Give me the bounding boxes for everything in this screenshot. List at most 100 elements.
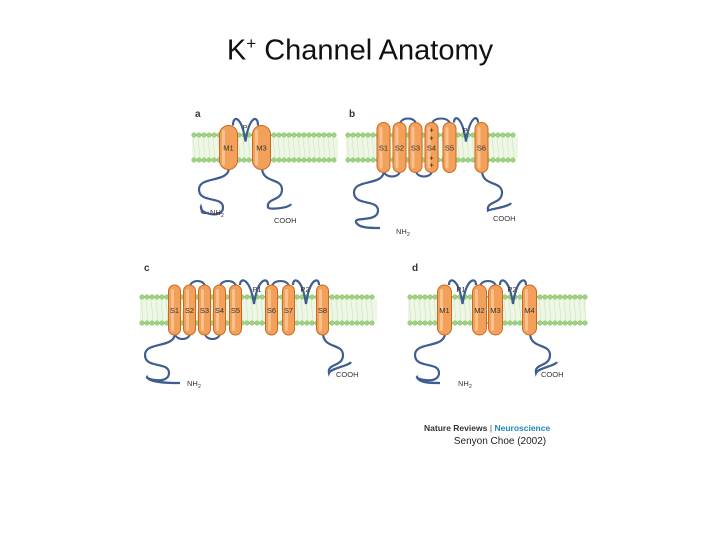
helix-label: M2 [474, 306, 484, 315]
lipid-tail [496, 137, 500, 158]
helix-highlight [216, 289, 219, 331]
lipid-head [309, 320, 315, 326]
title-superscript: + [246, 34, 257, 53]
helix-label: S2 [185, 306, 194, 315]
n-terminus-tail [197, 167, 231, 216]
lipid-head [365, 157, 371, 163]
lipid-head [457, 320, 463, 326]
lipid-head [582, 294, 588, 300]
p-loop-label: P [462, 126, 467, 135]
helix-m2: M2 [472, 284, 487, 336]
helix-highlight [171, 289, 174, 331]
lipid-head [552, 294, 558, 300]
helix-label: S5 [231, 306, 240, 315]
lipid-tail [508, 299, 512, 321]
lipid-head [159, 294, 165, 300]
helix-highlight [411, 126, 415, 169]
lipid-head [349, 294, 355, 300]
helix-m3: M3 [488, 284, 503, 336]
lipid-tail [225, 299, 229, 321]
c-terminus-label: COOH [274, 216, 297, 225]
journal-section: Neuroscience [494, 423, 551, 433]
helix-label: M3 [256, 144, 266, 153]
lipid-tail [330, 299, 334, 321]
p-loop [447, 279, 478, 305]
lipid-head [562, 320, 568, 326]
lipid-head [360, 132, 366, 138]
helix-label: M1 [223, 144, 233, 153]
p-loop [238, 279, 270, 305]
lipid-head [154, 320, 160, 326]
lipid-head [407, 294, 413, 300]
lipid-head [304, 320, 310, 326]
helix-highlight [255, 129, 258, 166]
helix-label: S6 [267, 306, 276, 315]
lipid-head [271, 157, 277, 163]
helix-s2: S2 [392, 122, 407, 173]
lipid-head [329, 294, 335, 300]
c-terminus-label: COOH [336, 370, 359, 379]
c-terminus-label: COOH [493, 214, 516, 223]
lipid-tail [461, 137, 465, 158]
panel-letter: d [412, 263, 418, 274]
lipid-tail [212, 137, 216, 158]
lipid-head [542, 294, 548, 300]
lipid-tail [538, 299, 542, 321]
lipid-tail [322, 137, 326, 158]
lipid-head [271, 132, 277, 138]
lipid-tail [207, 137, 211, 158]
lipid-head [517, 294, 523, 300]
lipid-head [452, 294, 458, 300]
lipid-head [281, 157, 287, 163]
lipid-head [412, 294, 418, 300]
lipid-head [355, 157, 361, 163]
lipid-head [502, 294, 508, 300]
c-terminus-tail [321, 332, 352, 377]
helix-label: S4 [215, 306, 224, 315]
journal-name: Nature Reviews [424, 423, 488, 433]
p-loop-label: P2 [300, 285, 309, 294]
lipid-head [196, 132, 202, 138]
helix-label: S8 [318, 306, 327, 315]
lipid-head [354, 320, 360, 326]
lipid-head [345, 132, 351, 138]
lipid-tail [317, 137, 321, 158]
lipid-tail [408, 299, 412, 321]
lipid-head [334, 294, 340, 300]
helix-s4: S4++++ [424, 122, 439, 173]
lipid-tail [468, 299, 472, 321]
lipid-tail [346, 137, 350, 158]
lipid-tail [165, 299, 169, 321]
lipid-tail [506, 137, 510, 158]
lipid-head [139, 294, 145, 300]
lipid-tail [361, 137, 365, 158]
lipid-head [370, 132, 376, 138]
lipid-head [502, 320, 508, 326]
lipid-tail [302, 137, 306, 158]
lipid-head [427, 294, 433, 300]
n-terminus-label: NH2 [396, 227, 410, 238]
lipid-head [562, 294, 568, 300]
lipid-tail [210, 299, 214, 321]
lipid-head [286, 132, 292, 138]
helix-s1: S1 [376, 122, 391, 173]
lipid-tail [568, 299, 572, 321]
lipid-head [149, 294, 155, 300]
lipid-tail [307, 137, 311, 158]
lipid-head [490, 132, 496, 138]
lipid-head [301, 157, 307, 163]
gating-charge: + [429, 163, 433, 170]
lipid-head [360, 157, 366, 163]
helix-highlight [427, 126, 431, 169]
lipid-tail [418, 299, 422, 321]
lipid-head [306, 132, 312, 138]
lipid-tail [247, 137, 251, 158]
panel-letter: c [144, 263, 150, 274]
lipid-head [316, 157, 322, 163]
lipid-head [500, 132, 506, 138]
lipid-head [510, 157, 516, 163]
lipid-tail [371, 137, 375, 158]
lipid-head [321, 132, 327, 138]
